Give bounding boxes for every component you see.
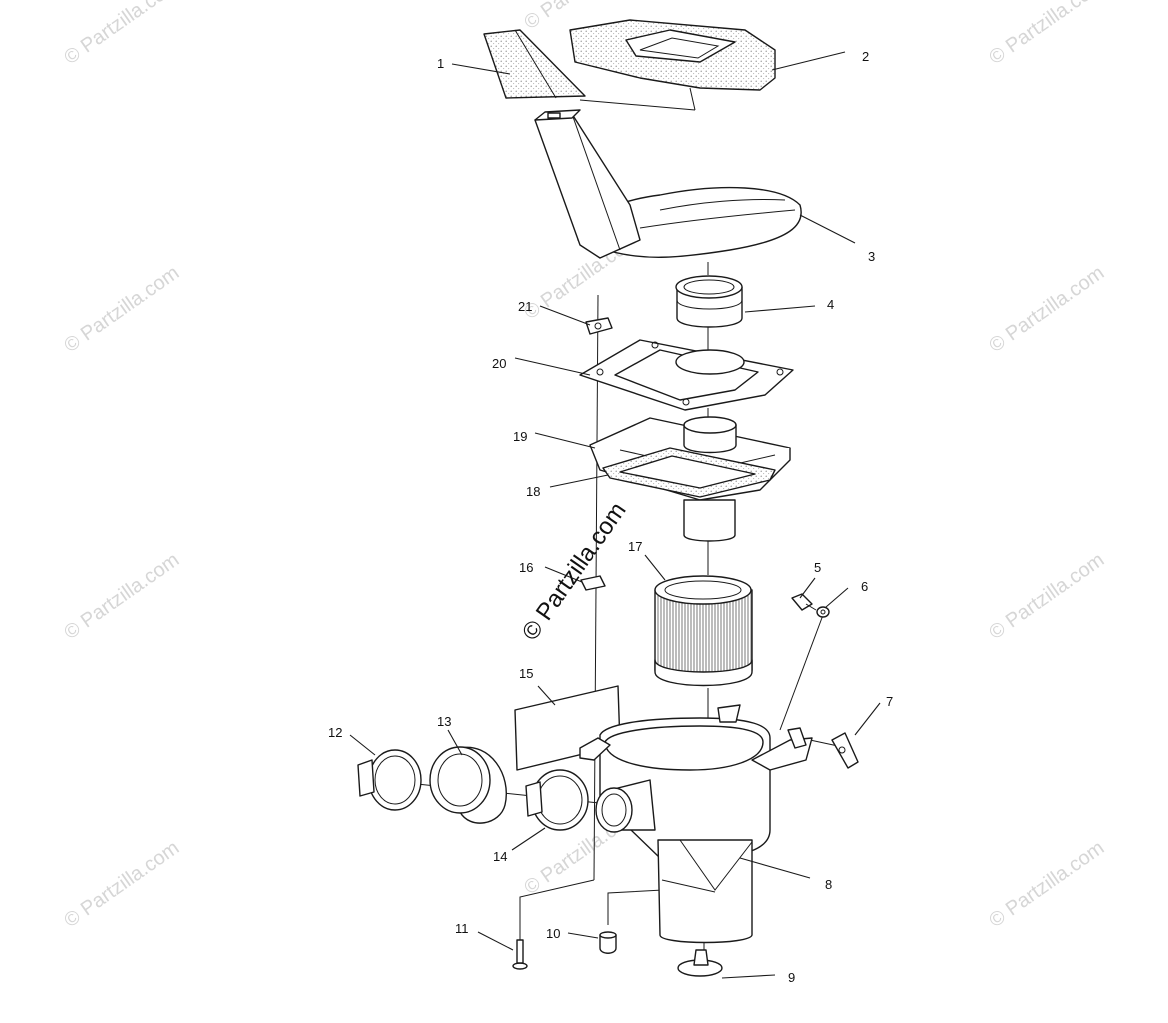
part-11-fastener <box>512 939 528 970</box>
callout-1: 1 <box>437 56 444 71</box>
part-8-air-box <box>579 704 813 944</box>
watermark: © Partzilla.com <box>985 837 1108 932</box>
part-2-foam-pad <box>569 19 776 91</box>
callout-5: 5 <box>814 560 821 575</box>
part-6-washer <box>816 606 830 618</box>
callout-2: 2 <box>862 49 869 64</box>
watermark: © Partzilla.com <box>60 549 183 644</box>
part-13-intake-boot <box>429 746 507 824</box>
callout-21: 21 <box>518 299 532 314</box>
part-19-outlet-spout <box>683 499 736 542</box>
callout-9: 9 <box>788 970 795 985</box>
callout-14: 14 <box>493 849 507 864</box>
part-9-drain-valve <box>677 949 723 977</box>
watermark: © Partzilla.com <box>985 262 1108 357</box>
watermark: © Partzilla.com <box>985 549 1108 644</box>
callout-19: 19 <box>513 429 527 444</box>
part-5-bolt <box>791 593 817 611</box>
part-7-bracket-clip <box>831 732 859 769</box>
callout-11: 11 <box>455 921 469 936</box>
part-4-coupler <box>675 275 743 328</box>
callout-labels: 1 2 3 4 5 6 7 8 9 10 11 12 13 14 15 16 1… <box>328 49 893 985</box>
watermark: © Partzilla.com <box>60 0 183 69</box>
part-18-gasket <box>602 447 776 498</box>
part-17-air-filter <box>654 575 753 687</box>
part-3-intake-cover <box>534 109 802 259</box>
callout-15: 15 <box>519 666 533 681</box>
callout-17: 17 <box>628 539 642 554</box>
callout-10: 10 <box>546 926 560 941</box>
callout-18: 18 <box>526 484 540 499</box>
watermark-main: © Partzilla.com <box>517 497 632 645</box>
callout-16: 16 <box>519 560 533 575</box>
callout-13: 13 <box>437 714 451 729</box>
callout-20: 20 <box>492 356 506 371</box>
part-1-foam-wedge <box>483 29 586 99</box>
part-21-clip <box>585 317 613 335</box>
watermark: © Partzilla.com <box>60 837 183 932</box>
part-20-top-plate <box>579 339 794 411</box>
callout-6: 6 <box>861 579 868 594</box>
part-12-clamp <box>357 749 422 811</box>
watermark: © Partzilla.com <box>985 0 1108 69</box>
part-16-clip <box>580 575 606 591</box>
callout-12: 12 <box>328 725 342 740</box>
watermark: © Partzilla.com <box>60 262 183 357</box>
callout-3: 3 <box>868 249 875 264</box>
callout-8: 8 <box>825 877 832 892</box>
part-14-clamp <box>525 769 589 831</box>
part-10-grommet <box>599 931 617 954</box>
callout-7: 7 <box>886 694 893 709</box>
leader-lines <box>349 51 881 979</box>
callout-4: 4 <box>827 297 834 312</box>
